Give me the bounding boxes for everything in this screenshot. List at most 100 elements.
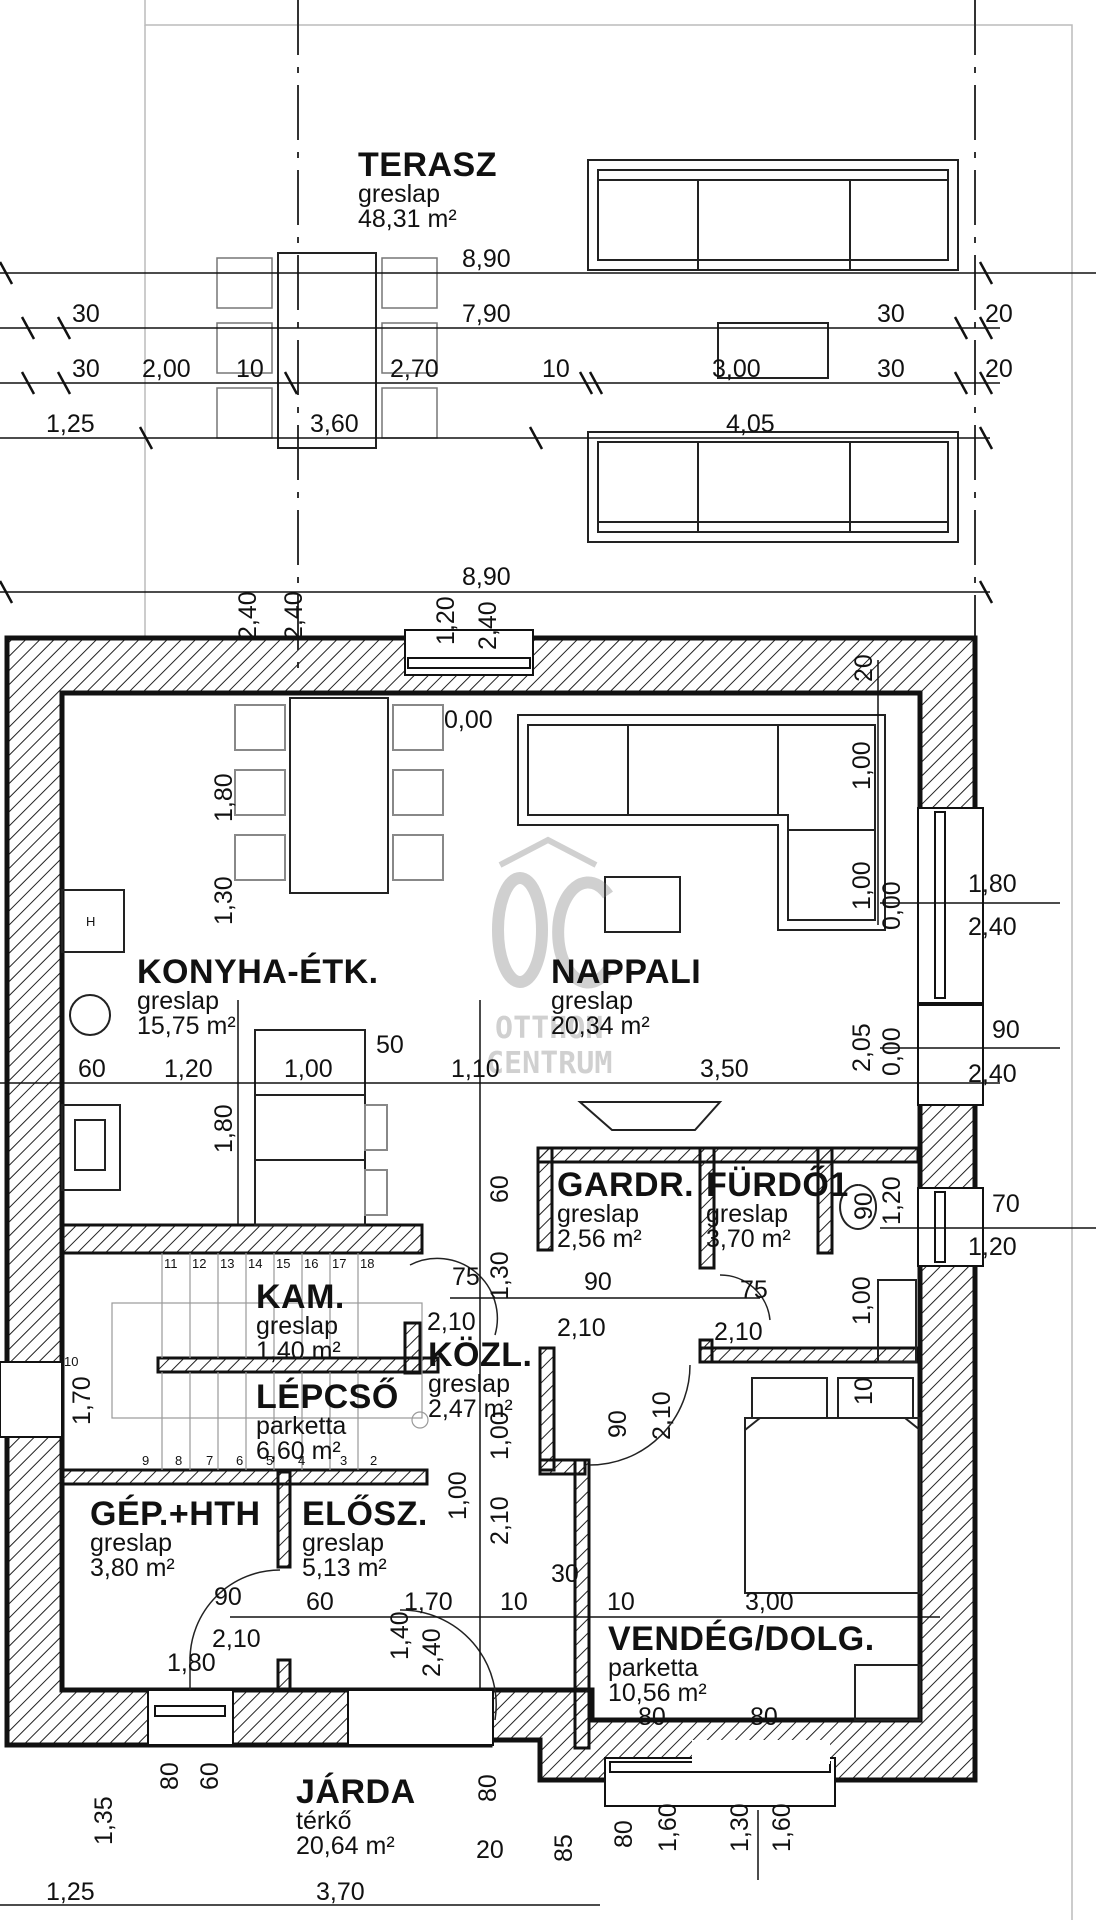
dim-text-vertical: 2,05 bbox=[848, 1023, 876, 1072]
dim-text: 2,10 bbox=[212, 1625, 261, 1653]
terrace-dimension-lines bbox=[0, 261, 1096, 604]
dim-text-vertical: 80 bbox=[474, 1774, 502, 1802]
stair-step-number: 2 bbox=[370, 1453, 378, 1468]
dim-text: 1,10 bbox=[451, 1055, 500, 1083]
watermark-line2: CENTRUM bbox=[486, 1045, 613, 1081]
guest-bed bbox=[744, 1377, 921, 1721]
room-area: 20,64 m² bbox=[296, 1832, 395, 1860]
dim-text: 10 bbox=[236, 355, 264, 383]
dim-text-vertical: 2,40 bbox=[474, 601, 502, 650]
room-area: 3,80 m² bbox=[90, 1554, 175, 1582]
room-material: parketta bbox=[256, 1412, 347, 1440]
living-coffee-table bbox=[604, 876, 681, 933]
dim-text: 10 bbox=[500, 1588, 528, 1616]
dim-text: 2,70 bbox=[390, 355, 439, 383]
room-name: KAM. bbox=[256, 1278, 345, 1316]
room-name: JÁRDA bbox=[296, 1773, 416, 1811]
room-name: KONYHA-ÉTK. bbox=[137, 953, 379, 991]
dim-text: 2,00 bbox=[142, 355, 191, 383]
room-area: 20,34 m² bbox=[551, 1012, 650, 1040]
dim-text: 3,00 bbox=[712, 355, 761, 383]
dim-text: 2,10 bbox=[427, 1308, 476, 1336]
dim-text-vertical: 80 bbox=[156, 1762, 184, 1790]
dim-text: 1,70 bbox=[404, 1588, 453, 1616]
dim-text-vertical: 1,60 bbox=[654, 1803, 682, 1852]
dim-text: 2,10 bbox=[714, 1318, 763, 1346]
dim-text: 1,20 bbox=[968, 1233, 1017, 1261]
room-label-lepcso: LÉPCSŐ parketta 6,60 m² bbox=[256, 1380, 399, 1464]
dim-text: 30 bbox=[877, 300, 905, 328]
room-material: greslap bbox=[302, 1529, 384, 1557]
stair-step-number: 7 bbox=[206, 1453, 214, 1468]
dim-text-vertical: 60 bbox=[486, 1175, 514, 1203]
room-material: térkő bbox=[296, 1807, 352, 1835]
interior-dimension-lines bbox=[0, 660, 1096, 1906]
stair-step-number: 3 bbox=[340, 1453, 348, 1468]
dim-text-vertical: 0,00 bbox=[878, 881, 906, 930]
dim-text: 90 bbox=[584, 1268, 612, 1296]
dim-text: 3,60 bbox=[310, 410, 359, 438]
dim-text: 2,40 bbox=[968, 913, 1017, 941]
dim-text-vertical: 60 bbox=[196, 1762, 224, 1790]
room-name: GARDR. bbox=[557, 1166, 695, 1204]
room-label-gep: GÉP.+HTH greslap 3,80 m² bbox=[90, 1497, 261, 1581]
dim-text: 30 bbox=[551, 1560, 579, 1588]
room-label-furdo: FÜRDŐ1 greslap 3,70 m² bbox=[706, 1168, 849, 1252]
room-area: 5,13 m² bbox=[302, 1554, 387, 1582]
dim-text: 2,40 bbox=[968, 1060, 1017, 1088]
dim-text: 1,00 bbox=[284, 1055, 333, 1083]
dim-text: 1,20 bbox=[164, 1055, 213, 1083]
dim-text: 3,50 bbox=[700, 1055, 749, 1083]
room-material: greslap bbox=[137, 987, 219, 1015]
room-name: NAPPALI bbox=[551, 953, 702, 991]
stair-step-number: 16 bbox=[304, 1256, 319, 1271]
dim-text-vertical: 2,40 bbox=[418, 1628, 446, 1677]
room-name: VENDÉG/DOLG. bbox=[608, 1620, 875, 1658]
dim-text-vertical: 20 bbox=[850, 654, 878, 682]
dim-text-vertical: 85 bbox=[550, 1834, 578, 1862]
dim-text: 10 bbox=[542, 355, 570, 383]
room-label-nappali: NAPPALI greslap 20,34 m² bbox=[551, 955, 701, 1039]
dim-text: 3,70 bbox=[316, 1878, 365, 1906]
appliance-mark: H bbox=[86, 914, 96, 929]
dim-text-vertical: 1,20 bbox=[432, 596, 460, 645]
dim-text: 80 bbox=[638, 1703, 666, 1731]
room-name: TERASZ bbox=[358, 146, 497, 184]
room-label-kam: KAM. greslap 1,40 m² bbox=[256, 1280, 345, 1364]
stair-step-number: 14 bbox=[248, 1256, 263, 1271]
stair-step-number: 18 bbox=[360, 1256, 375, 1271]
room-area: 3,70 m² bbox=[706, 1225, 791, 1253]
stair-step-number: 4 bbox=[298, 1453, 306, 1468]
dim-text: 2,10 bbox=[557, 1314, 606, 1342]
room-material: greslap bbox=[557, 1200, 639, 1228]
stair-step-number: 5 bbox=[266, 1453, 274, 1468]
watermark-logo-icon bbox=[492, 836, 613, 989]
watermark-text: OTTHON CENTRUM bbox=[486, 1011, 613, 1081]
room-label-gardr: GARDR. greslap 2,56 m² bbox=[557, 1168, 694, 1252]
dim-text: 60 bbox=[78, 1055, 106, 1083]
dim-text-vertical: 1,00 bbox=[848, 861, 876, 910]
room-material: greslap bbox=[90, 1529, 172, 1557]
stair-step-number: 17 bbox=[332, 1256, 347, 1271]
room-label-kozl: KÖZL. greslap 2,47 m² bbox=[428, 1338, 532, 1422]
dim-text-vertical: 1,35 bbox=[90, 1796, 118, 1845]
dim-text-vertical: 1,00 bbox=[486, 1411, 514, 1460]
room-area: 1,40 m² bbox=[256, 1337, 341, 1365]
room-label-terasz: TERASZ greslap 48,31 m² bbox=[358, 148, 497, 232]
room-name: ELŐSZ. bbox=[302, 1495, 428, 1533]
room-area: 10,56 m² bbox=[608, 1679, 707, 1707]
dim-text: 80 bbox=[750, 1703, 778, 1731]
dim-text-vertical: 1,30 bbox=[486, 1251, 514, 1300]
stair-step-number: 9 bbox=[142, 1453, 150, 1468]
dim-text: 8,90 bbox=[462, 563, 511, 591]
stair-step-number: 11 bbox=[164, 1256, 178, 1271]
dim-text: 70 bbox=[992, 1190, 1020, 1218]
dim-text: 1,80 bbox=[968, 870, 1017, 898]
dim-text: 20 bbox=[476, 1836, 504, 1864]
room-label-jarda: JÁRDA térkő 20,64 m² bbox=[296, 1775, 416, 1859]
dim-text: 50 bbox=[376, 1031, 404, 1059]
dim-text-vertical: 2,10 bbox=[486, 1496, 514, 1545]
room-name: GÉP.+HTH bbox=[90, 1495, 261, 1533]
terrace-sofa-top bbox=[587, 159, 959, 271]
room-area: 48,31 m² bbox=[358, 205, 457, 233]
